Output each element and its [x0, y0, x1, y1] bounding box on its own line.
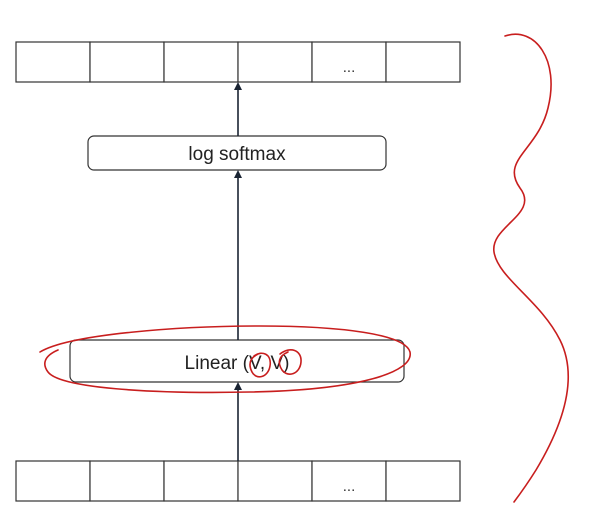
linear-block: Linear (V, V)	[69, 339, 405, 383]
linear-label: Linear (V, V)	[185, 353, 290, 374]
output-cell-1	[15, 41, 91, 83]
input-cell-6	[385, 460, 461, 502]
ellipse-annotation	[39, 325, 411, 394]
input-vector-row: ...	[15, 460, 461, 502]
input-cell-3	[163, 460, 239, 502]
output-cell-4	[237, 41, 313, 83]
output-cell-3	[163, 41, 239, 83]
output-cell-ellipsis: ...	[343, 59, 356, 76]
output-vector-row: ...	[15, 41, 461, 83]
handwritten-annotations	[39, 33, 569, 503]
curly-brace-annotation	[493, 33, 569, 503]
log-softmax-block: log softmax	[87, 135, 387, 171]
input-cell-2	[89, 460, 165, 502]
input-cell-ellipsis: ...	[343, 478, 356, 495]
output-cell-5	[311, 41, 387, 83]
input-cell-1	[15, 460, 91, 502]
output-cell-6	[385, 41, 461, 83]
output-cell-2	[89, 41, 165, 83]
circle-annotation-first-v	[249, 352, 272, 378]
circle-annotation-second-v	[278, 349, 302, 375]
input-cell-4	[237, 460, 313, 502]
log-softmax-label: log softmax	[188, 144, 286, 165]
